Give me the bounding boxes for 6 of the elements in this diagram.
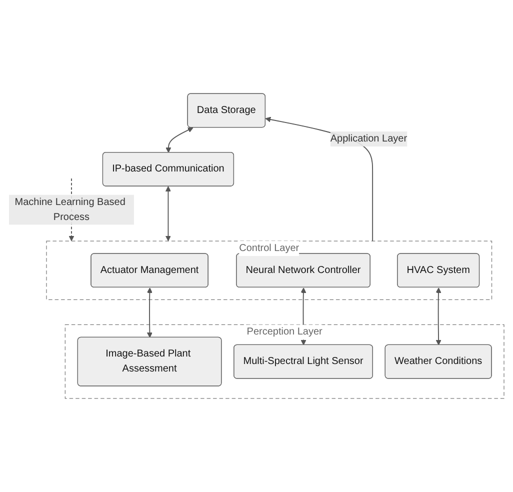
arrow: [166, 127, 194, 153]
edge-label: Application Layer: [330, 133, 408, 144]
arrow: [146, 288, 152, 338]
arrow: [165, 186, 171, 242]
arrow: [436, 288, 442, 346]
edge-label: Machine Learning Based Process: [14, 196, 126, 222]
